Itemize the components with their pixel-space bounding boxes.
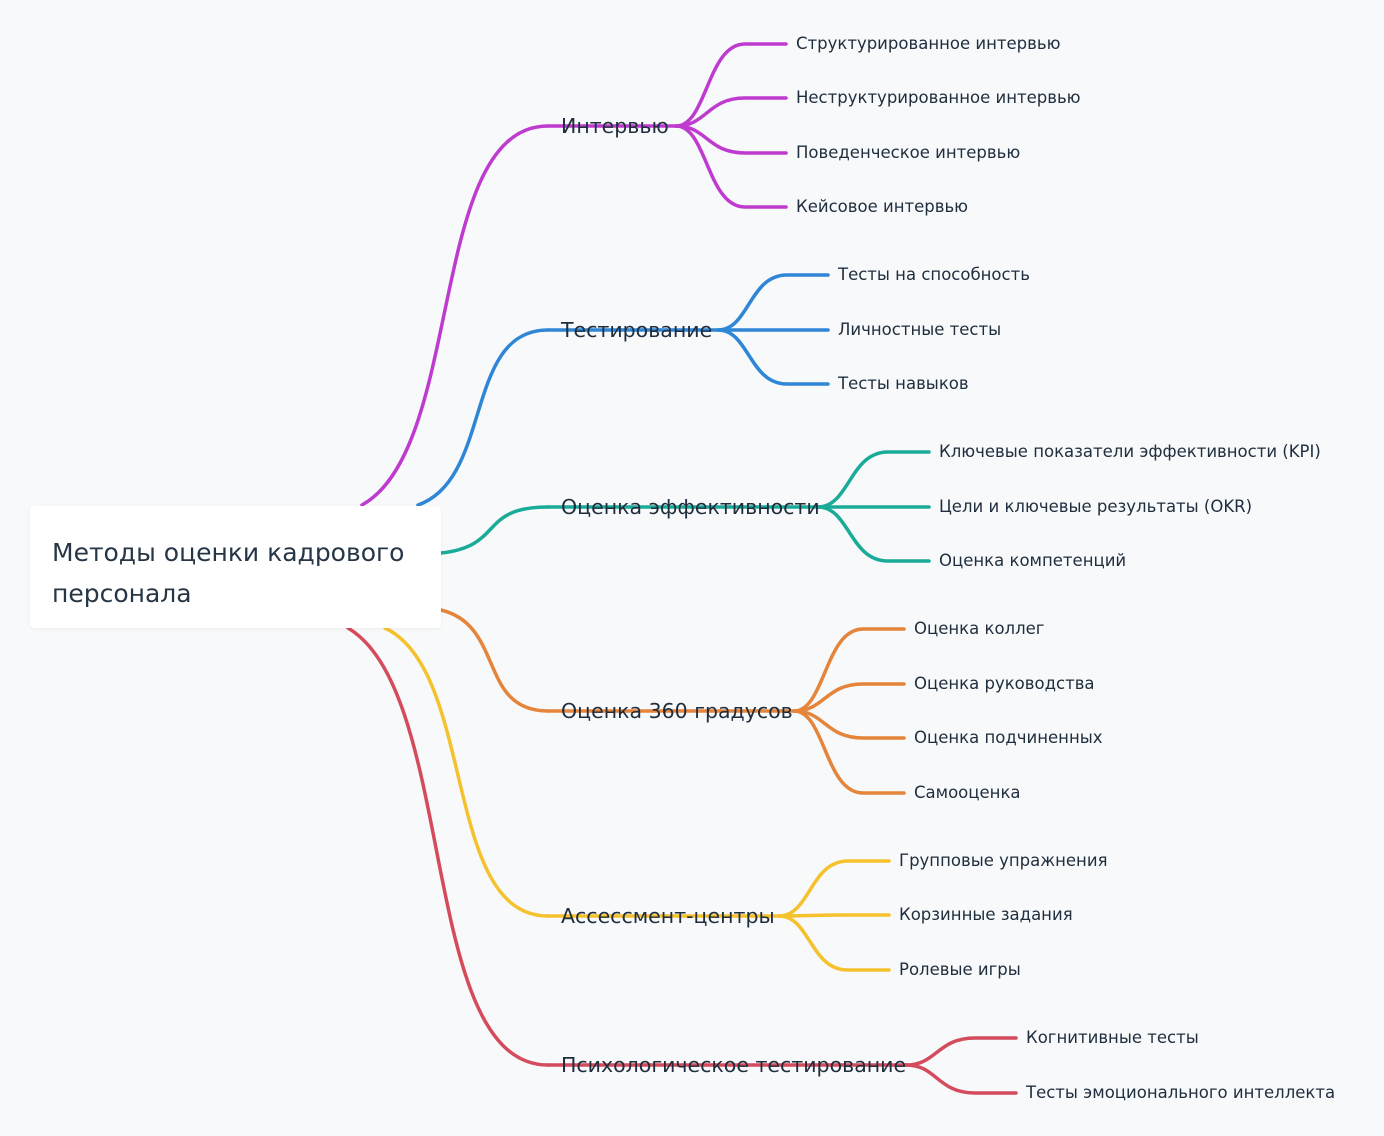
leaf-node[interactable]: Ключевые показатели эффективности (KPI) [939,442,1321,462]
leaf-label: Неструктурированное интервью [796,88,1081,107]
root-node-title: Методы оценки кадрового персонала [52,538,405,608]
leaf-node[interactable]: Поведенческое интервью [796,143,1020,163]
leaf-node[interactable]: Личностные тесты [838,320,1001,340]
leaf-label: Корзинные задания [899,905,1073,924]
branch-node[interactable]: Оценка 360 градусов [561,699,793,723]
branch-leaf-connector [674,42,788,128]
branch-label: Интервью [561,114,669,138]
branch-leaf-connector [777,914,891,972]
branch-leaf-connector [792,709,906,740]
leaf-label: Оценка руководства [914,674,1095,693]
branch-label: Ассессмент-центры [561,904,775,928]
leaf-label: Кейсовое интервью [796,197,969,216]
root-branch-connector [439,505,550,555]
branch-label: Психологическое тестирование [561,1053,907,1077]
leaf-node[interactable]: Корзинные задания [899,905,1073,925]
leaf-node[interactable]: Оценка коллег [914,619,1044,639]
branch-leaf-connector [777,859,891,918]
branch-leaf-connector [674,124,788,155]
leaf-label: Оценка подчиненных [914,728,1103,747]
branch-node[interactable]: Ассессмент-центры [561,904,775,928]
branch-node[interactable]: Психологическое тестирование [561,1053,906,1077]
leaf-node[interactable]: Цели и ключевые результаты (OKR) [939,497,1252,517]
branch-node[interactable]: Тестирование [561,318,712,342]
branch-leaf-connector [716,273,830,332]
leaf-label: Ролевые игры [899,960,1021,979]
branch-node[interactable]: Интервью [561,114,669,138]
leaf-label: Оценка коллег [914,619,1045,638]
branch-label: Оценка 360 градусов [561,699,793,723]
leaf-label: Оценка компетенций [939,551,1127,570]
leaf-label: Тесты эмоционального интеллекта [1026,1083,1336,1102]
branch-leaf-connector [816,450,931,509]
branch-leaf-connector [792,682,906,713]
branch-leaf-connector [674,124,788,209]
branch-label: Тестирование [561,318,713,342]
leaf-label: Поведенческое интервью [796,143,1021,162]
leaf-node[interactable]: Структурированное интервью [796,34,1060,54]
leaf-label: Цели и ключевые результаты (OKR) [939,497,1253,516]
branch-leaf-connector [816,505,931,563]
leaf-label: Групповые упражнения [899,851,1108,870]
leaf-label: Самооценка [914,783,1021,802]
root-branch-connector [416,328,550,507]
root-node[interactable]: Методы оценки кадрового персонала [30,506,441,628]
root-branch-connector [360,124,550,507]
leaf-label: Тесты навыков [838,374,969,393]
leaf-node[interactable]: Кейсовое интервью [796,197,968,217]
leaf-node[interactable]: Тесты навыков [838,374,969,394]
leaf-node[interactable]: Групповые упражнения [899,851,1108,871]
branch-leaf-connector [674,96,788,128]
leaf-node[interactable]: Тесты эмоционального интеллекта [1026,1083,1335,1103]
leaf-node[interactable]: Когнитивные тесты [1026,1028,1199,1048]
leaf-label: Когнитивные тесты [1026,1028,1199,1047]
branch-leaf-connector [792,709,906,795]
branch-leaf-connector [792,627,906,713]
branch-label: Оценка эффективности [561,495,820,519]
leaf-node[interactable]: Оценка руководства [914,674,1095,694]
root-branch-connector [439,608,550,713]
leaf-node[interactable]: Оценка компетенций [939,551,1126,571]
leaf-label: Структурированное интервью [796,34,1061,53]
root-branch-connector [346,626,550,1067]
branch-leaf-connector [904,1063,1018,1095]
leaf-label: Тесты на способность [838,265,1030,284]
leaf-node[interactable]: Оценка подчиненных [914,728,1103,748]
branch-leaf-connector [904,1036,1018,1067]
leaf-node[interactable]: Ролевые игры [899,960,1021,980]
branch-leaf-connector [716,328,830,386]
root-branch-connector [383,626,550,918]
leaf-label: Ключевые показатели эффективности (KPI) [939,442,1321,461]
branch-leaf-connector [777,913,891,918]
branch-node[interactable]: Оценка эффективности [561,495,820,519]
leaf-node[interactable]: Самооценка [914,783,1021,803]
leaf-node[interactable]: Неструктурированное интервью [796,88,1081,108]
leaf-label: Личностные тесты [838,320,1002,339]
leaf-node[interactable]: Тесты на способность [838,265,1030,285]
